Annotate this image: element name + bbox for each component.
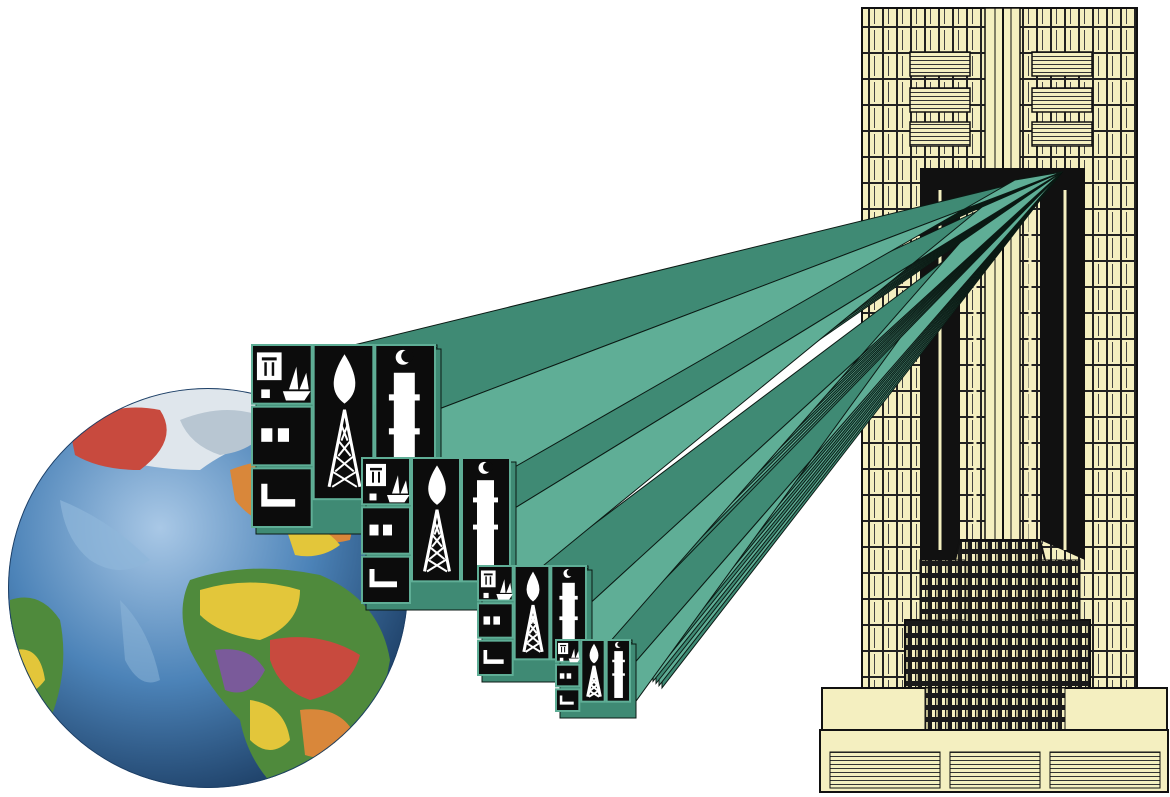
crescent-icon	[478, 461, 493, 474]
torii-gate-icon	[256, 352, 282, 381]
oil-derrick-icon	[586, 665, 602, 698]
ship-icon	[282, 366, 311, 401]
ship-icon	[387, 475, 410, 503]
oil-derrick-icon	[522, 604, 544, 653]
oil-derrick-icon	[327, 409, 362, 488]
tower-top-windows	[909, 51, 1093, 147]
oil-derrick-icon	[423, 509, 451, 573]
ship-icon	[568, 648, 581, 663]
crescent-icon	[563, 569, 575, 578]
crescent-icon	[615, 641, 623, 648]
icon-block	[555, 639, 637, 719]
crescent-icon	[395, 349, 414, 365]
icon-blocks	[251, 344, 637, 719]
onion-dome-icon	[333, 354, 356, 404]
ship-icon	[496, 579, 513, 600]
torii-gate-icon	[366, 463, 386, 487]
onion-dome-icon	[428, 465, 446, 505]
icon-block	[251, 344, 442, 535]
onion-dome-icon	[589, 643, 599, 664]
icon-block	[361, 457, 517, 611]
minaret-icon	[559, 582, 578, 654]
torii-gate-icon	[480, 570, 496, 588]
onion-dome-icon	[526, 571, 540, 602]
data-beams	[353, 171, 1064, 709]
torii-gate-icon	[558, 642, 569, 655]
minaret-icon	[612, 651, 625, 698]
minaret-icon	[473, 480, 498, 574]
